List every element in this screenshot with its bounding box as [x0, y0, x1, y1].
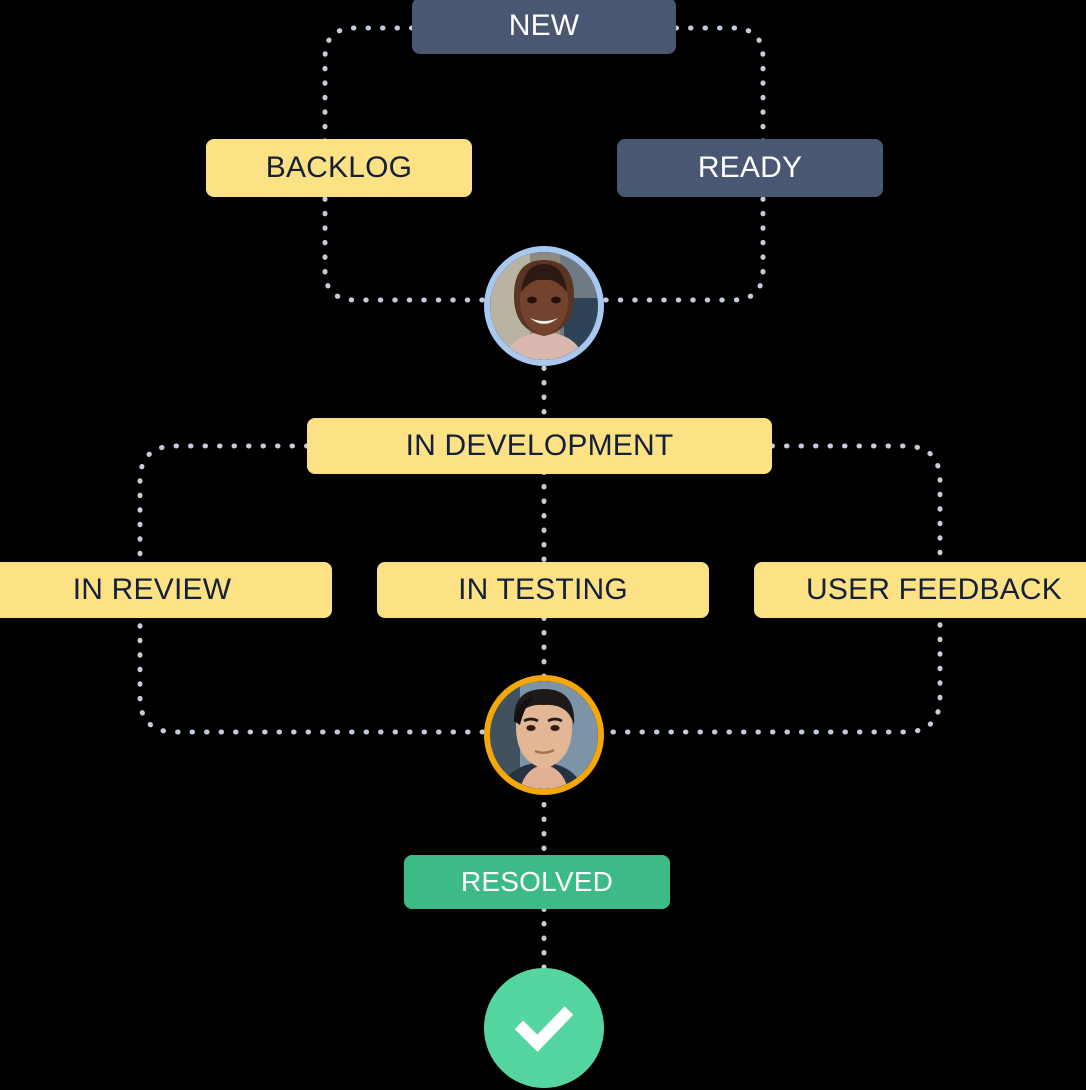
status-badge-backlog[interactable]: BACKLOG [206, 139, 472, 197]
check-mark-icon [509, 993, 579, 1063]
status-badge-in-testing-label: IN TESTING [458, 573, 628, 606]
status-badge-in-testing[interactable]: IN TESTING [377, 562, 709, 618]
status-badge-ready-label: READY [697, 151, 803, 184]
status-badge-resolved-label: RESOLVED [460, 866, 614, 897]
status-badge-new[interactable]: NEW [412, 0, 676, 54]
status-badge-user-feedback[interactable]: USER FEEDBACK [754, 562, 1086, 618]
status-badge-user-feedback-label: USER FEEDBACK [806, 573, 1062, 606]
status-badge-in-review-label: IN REVIEW [72, 573, 232, 606]
status-badge-new-label: NEW [508, 9, 580, 42]
avatar-photo-upper [490, 252, 598, 360]
completed-status-node[interactable] [484, 968, 604, 1088]
status-badge-backlog-label: BACKLOG [265, 151, 413, 184]
status-badge-in-review[interactable]: IN REVIEW [0, 562, 332, 618]
avatar-assignee-lower[interactable] [484, 675, 604, 795]
avatar-photo-lower [490, 681, 598, 789]
status-badge-ready[interactable]: READY [617, 139, 883, 197]
status-badge-in-development[interactable]: IN DEVELOPMENT [307, 418, 772, 474]
status-badge-resolved[interactable]: RESOLVED [404, 855, 670, 909]
avatar-assignee-upper[interactable] [484, 246, 604, 366]
status-badge-in-development-label: IN DEVELOPMENT [405, 429, 674, 462]
